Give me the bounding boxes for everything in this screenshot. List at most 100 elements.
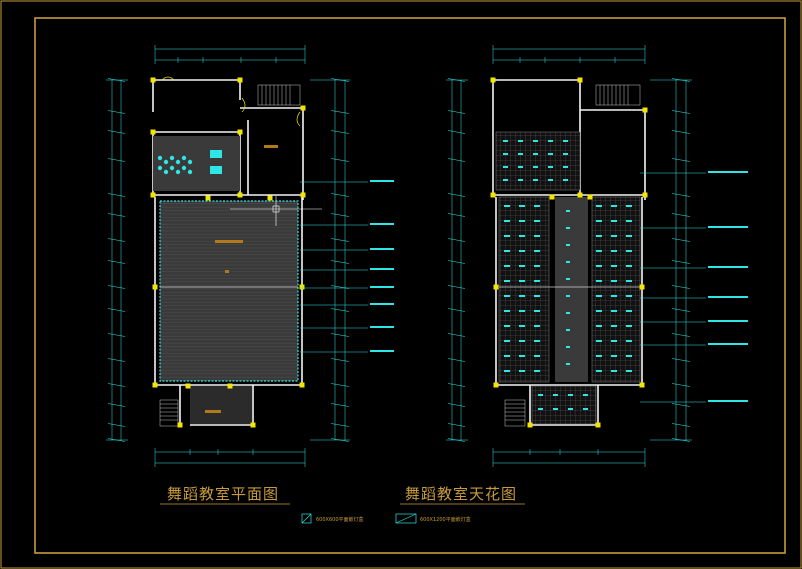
light-fixture [626, 310, 632, 312]
dimension-tick [671, 358, 691, 362]
dimension-tick [107, 110, 126, 114]
light-fixture [503, 140, 508, 142]
ceil-left-dimensions [446, 79, 468, 441]
light-fixture [534, 355, 540, 357]
light-fixture [611, 280, 617, 282]
leader-note-text-mark [708, 400, 748, 402]
light-fixture [534, 250, 540, 252]
light-fixture [504, 340, 510, 342]
ceil-bottom-dimensions [492, 448, 646, 467]
light-fixture [518, 166, 523, 168]
dimension-tick [330, 358, 350, 362]
light-fixture [534, 295, 540, 297]
light-fixture [538, 394, 543, 396]
column-marker [237, 77, 243, 83]
plan-right-ticks [330, 78, 350, 442]
dimension-tick [671, 238, 691, 242]
column-marker [237, 192, 243, 198]
dimension-tick [330, 423, 350, 427]
legend-icon-600x1200 [395, 513, 417, 524]
light-fixture [548, 153, 553, 155]
light-fixture [534, 205, 540, 207]
ceil-stair-upper [595, 84, 641, 106]
ceiling-plan [446, 45, 748, 467]
dimension-tick [671, 423, 691, 427]
light-fixture [504, 355, 510, 357]
light-fixture [626, 265, 632, 267]
dimension-tick [330, 383, 350, 387]
light-fixture [626, 220, 632, 222]
dimension-tick [107, 238, 126, 242]
legend: 600X600平面嵌灯盒 600X1200平面嵌灯盒 [301, 513, 471, 524]
light-fixture [519, 250, 525, 252]
light-fixture [583, 408, 588, 410]
plan-lower-hall [190, 386, 252, 424]
light-fixture [504, 265, 510, 267]
plan-seats [157, 150, 222, 175]
dimension-tick [671, 438, 691, 442]
light-fixture [504, 310, 510, 312]
light-fixture [566, 295, 570, 297]
light-fixture [611, 370, 617, 372]
ceil-grid-right [591, 196, 641, 383]
column-marker [642, 107, 648, 113]
dimension-tick [447, 158, 466, 162]
light-fixture [596, 220, 602, 222]
light-fixture [534, 280, 540, 282]
plan-floor-border [159, 200, 299, 382]
column-marker [152, 284, 158, 290]
light-fixture [596, 370, 602, 372]
column-marker [642, 192, 648, 198]
light-fixture [533, 179, 538, 181]
dimension-tick [107, 130, 126, 134]
ceil-light-fixtures [503, 140, 632, 410]
dimension-tick [671, 308, 691, 312]
plan-left-ticks [107, 78, 126, 442]
light-fixture [519, 310, 525, 312]
light-fixture [548, 140, 553, 142]
dimension-tick [107, 158, 126, 162]
column-marker [150, 77, 156, 83]
light-fixture [566, 278, 570, 280]
dimension-tick [671, 333, 691, 337]
ceil-left-ticks [447, 78, 466, 442]
column-marker [150, 192, 156, 198]
plan-tags [205, 145, 278, 413]
dimension-tick [107, 438, 126, 442]
column-marker [250, 422, 256, 428]
column-marker [177, 422, 183, 428]
column-marker [587, 194, 593, 200]
light-fixture [504, 220, 510, 222]
column-marker [595, 422, 601, 428]
leader-note-text-mark [370, 286, 394, 288]
dimension-tick [671, 403, 691, 407]
light-fixture [504, 235, 510, 237]
ceil-right-dimensions [650, 79, 692, 441]
light-fixture [534, 325, 540, 327]
light-fixture [518, 179, 523, 181]
leader-note-text-mark [370, 248, 394, 250]
ceil-leader-notes [640, 171, 748, 403]
dimension-tick [107, 423, 126, 427]
light-fixture [611, 355, 617, 357]
plan-columns [150, 77, 306, 428]
dimension-tick [330, 213, 350, 217]
ceiling-title: 舞蹈教室天花图 [405, 485, 517, 503]
light-fixture [563, 140, 568, 142]
dimension-tick [447, 78, 466, 82]
legend-icon-600x1200-diagonal [395, 513, 417, 524]
column-marker [267, 195, 273, 201]
leader-note-text-mark [370, 180, 394, 182]
plan-leader-notes [300, 180, 394, 353]
ceil-columns [490, 77, 648, 428]
light-fixture [611, 205, 617, 207]
light-fixture [519, 295, 525, 297]
dimension-tick [330, 403, 350, 407]
dimension-tick [330, 78, 350, 82]
light-fixture [596, 340, 602, 342]
light-fixture [566, 210, 570, 212]
light-fixture [534, 220, 540, 222]
light-fixture [596, 295, 602, 297]
ceil-top-dimensions [492, 45, 646, 64]
dimension-tick [107, 193, 126, 197]
